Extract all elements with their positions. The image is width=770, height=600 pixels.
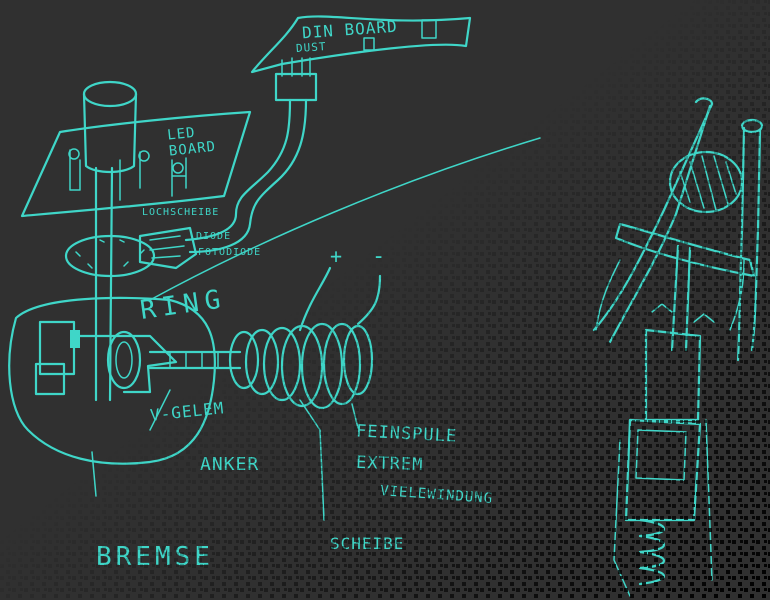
din-board-chip-2 [363, 37, 375, 51]
label-minus: - [372, 244, 387, 269]
ribbon-cable [184, 98, 292, 242]
right-disc-hatch [679, 155, 737, 211]
brake-pad-small [70, 330, 80, 348]
label-lochscheibe: LOCHSCHEIBE [142, 207, 220, 218]
diagonal-guide [149, 137, 541, 301]
anker-rod-stripes [169, 351, 219, 369]
brake-block-left [38, 320, 76, 376]
lochscheibe-holes [75, 239, 145, 269]
label-bremse: BREMSE [96, 542, 214, 572]
label-diode: DIODE [196, 231, 232, 242]
right-rod-right [736, 126, 762, 362]
connector-block [274, 72, 318, 102]
anker-rod [148, 350, 242, 370]
label-plus: + [330, 244, 344, 268]
right-rod-left [592, 97, 714, 332]
right-crossbar [614, 222, 756, 278]
right-housing [624, 328, 702, 522]
led-components [69, 149, 187, 201]
coil-winding-2 [244, 328, 280, 396]
ring-element [106, 330, 142, 390]
pointer-scheibe [299, 399, 325, 521]
right-housing-inner [635, 429, 687, 481]
right-disc [668, 150, 744, 214]
label-scheibe: SCHEIBE [330, 534, 405, 553]
right-spring [638, 518, 665, 586]
shaft [94, 166, 114, 402]
diode-holder-detail [149, 235, 185, 259]
label-anker: ANKER [200, 454, 260, 475]
led-dot-3 [172, 162, 184, 174]
coil-lead-minus [356, 274, 382, 326]
coil-winding-1 [228, 330, 260, 390]
cylinder-top [82, 80, 138, 108]
pointer-bremse [91, 451, 97, 497]
coil-lead-plus [298, 266, 332, 332]
right-arrows [651, 303, 715, 323]
label-fotodiode: FOTODIODE [198, 247, 262, 258]
label-extrem: EXTREM [355, 452, 424, 476]
din-board-chip [421, 19, 437, 39]
ring-element-inner [115, 341, 133, 379]
label-dust: DUST [295, 39, 327, 56]
